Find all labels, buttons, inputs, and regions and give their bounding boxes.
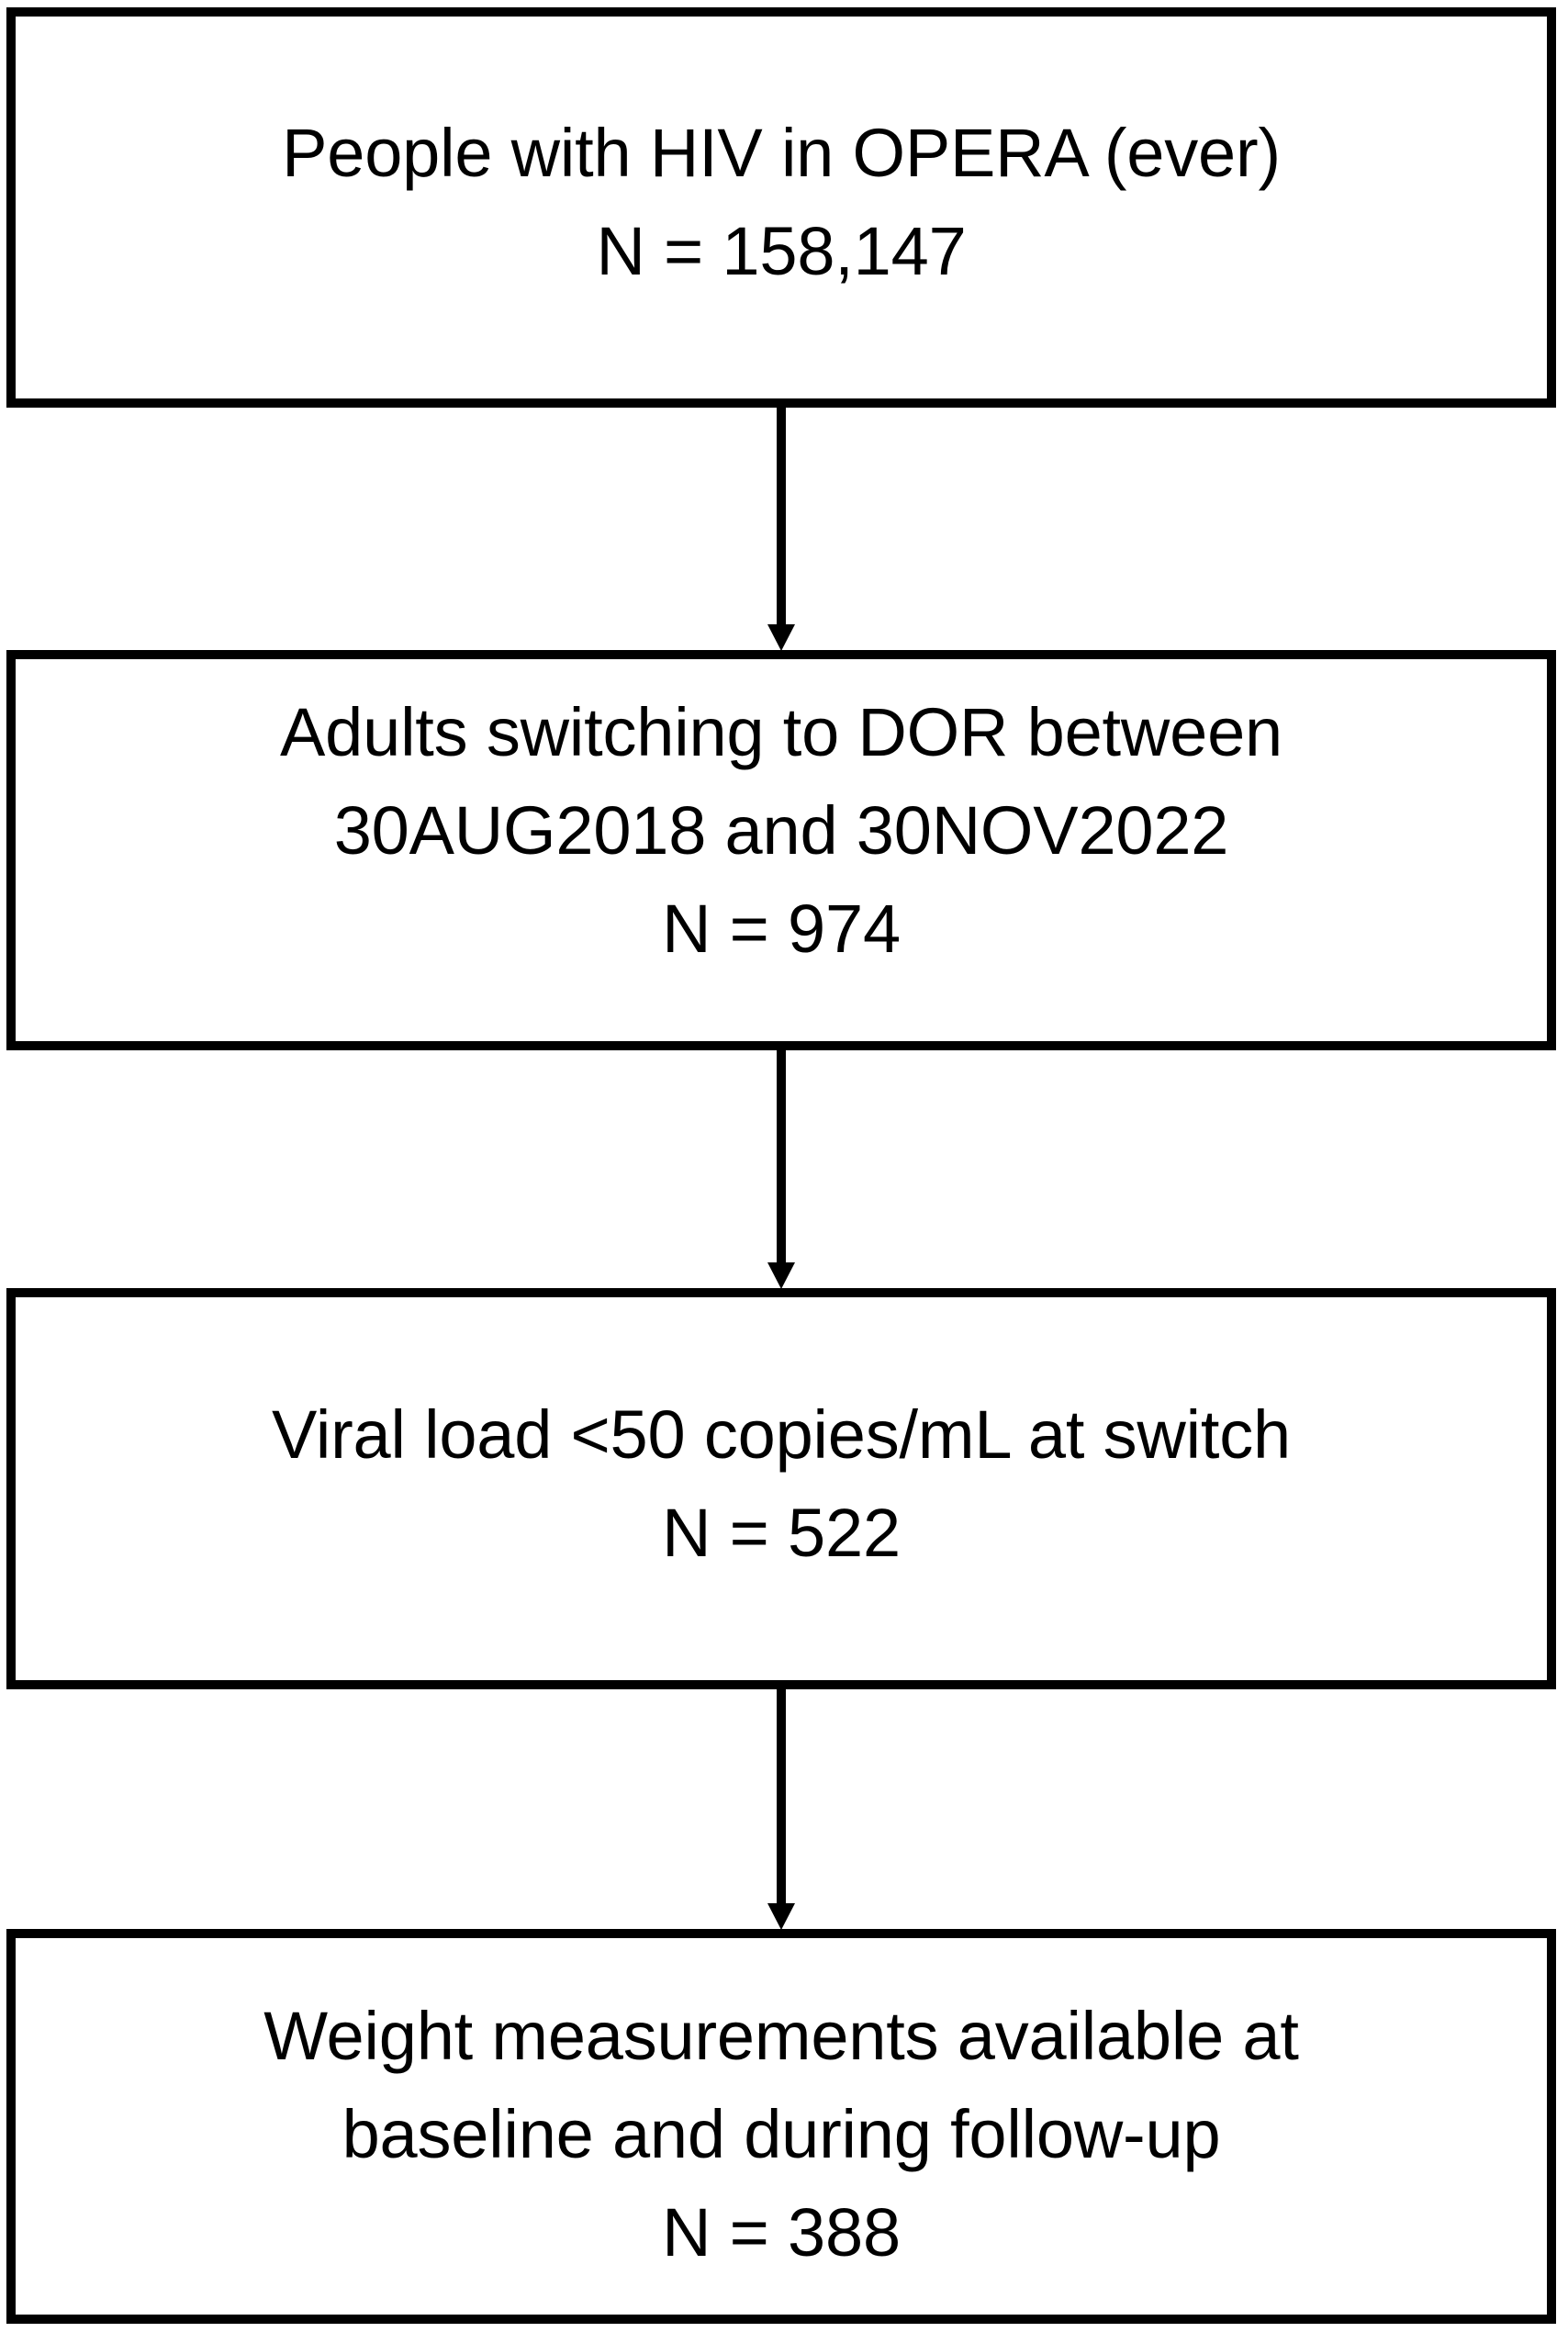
flow-box-2-text: Adults switching to DOR between 30AUG201… <box>16 683 1547 978</box>
flow-box-3-text: Viral load <50 copies/mL at switch N = 5… <box>16 1385 1547 1582</box>
flow-box-1-line-2: N = 158,147 <box>596 213 967 289</box>
flow-box-4-line-1: Weight measurements available at <box>263 1997 1299 2074</box>
flow-box-2-line-1: Adults switching to DOR between <box>280 693 1282 770</box>
connector-box1-to-box2 <box>767 408 795 651</box>
flow-box-1-line-1: People with HIV in OPERA (ever) <box>282 115 1281 191</box>
arrow-stem <box>777 1049 786 1264</box>
arrow-stem <box>777 1688 786 1905</box>
flow-box-people-with-hiv: People with HIV in OPERA (ever) N = 158,… <box>6 7 1556 408</box>
flow-box-1-text: People with HIV in OPERA (ever) N = 158,… <box>16 104 1547 300</box>
flow-box-4-line-3: N = 388 <box>662 2193 901 2270</box>
flow-box-4-line-2: baseline and during follow-up <box>342 2095 1221 2172</box>
connector-box3-to-box4 <box>767 1688 795 1930</box>
down-arrow-icon <box>767 1903 795 1930</box>
connector-box2-to-box3 <box>767 1049 795 1289</box>
flow-box-4-text: Weight measurements available at baselin… <box>16 1987 1547 2282</box>
arrow-stem <box>777 408 786 626</box>
flow-box-weight-measurements: Weight measurements available at baselin… <box>6 1929 1556 2324</box>
flow-box-3-line-1: Viral load <50 copies/mL at switch <box>272 1396 1291 1473</box>
flow-box-2-line-2: 30AUG2018 and 30NOV2022 <box>333 791 1229 869</box>
flow-box-viral-load-at-switch: Viral load <50 copies/mL at switch N = 5… <box>6 1288 1556 1689</box>
flow-box-3-line-2: N = 522 <box>662 1494 901 1571</box>
down-arrow-icon <box>767 624 795 651</box>
down-arrow-icon <box>767 1262 795 1289</box>
flow-box-2-line-3: N = 974 <box>662 890 901 967</box>
flow-box-adults-switching-to-dor: Adults switching to DOR between 30AUG201… <box>6 650 1556 1050</box>
